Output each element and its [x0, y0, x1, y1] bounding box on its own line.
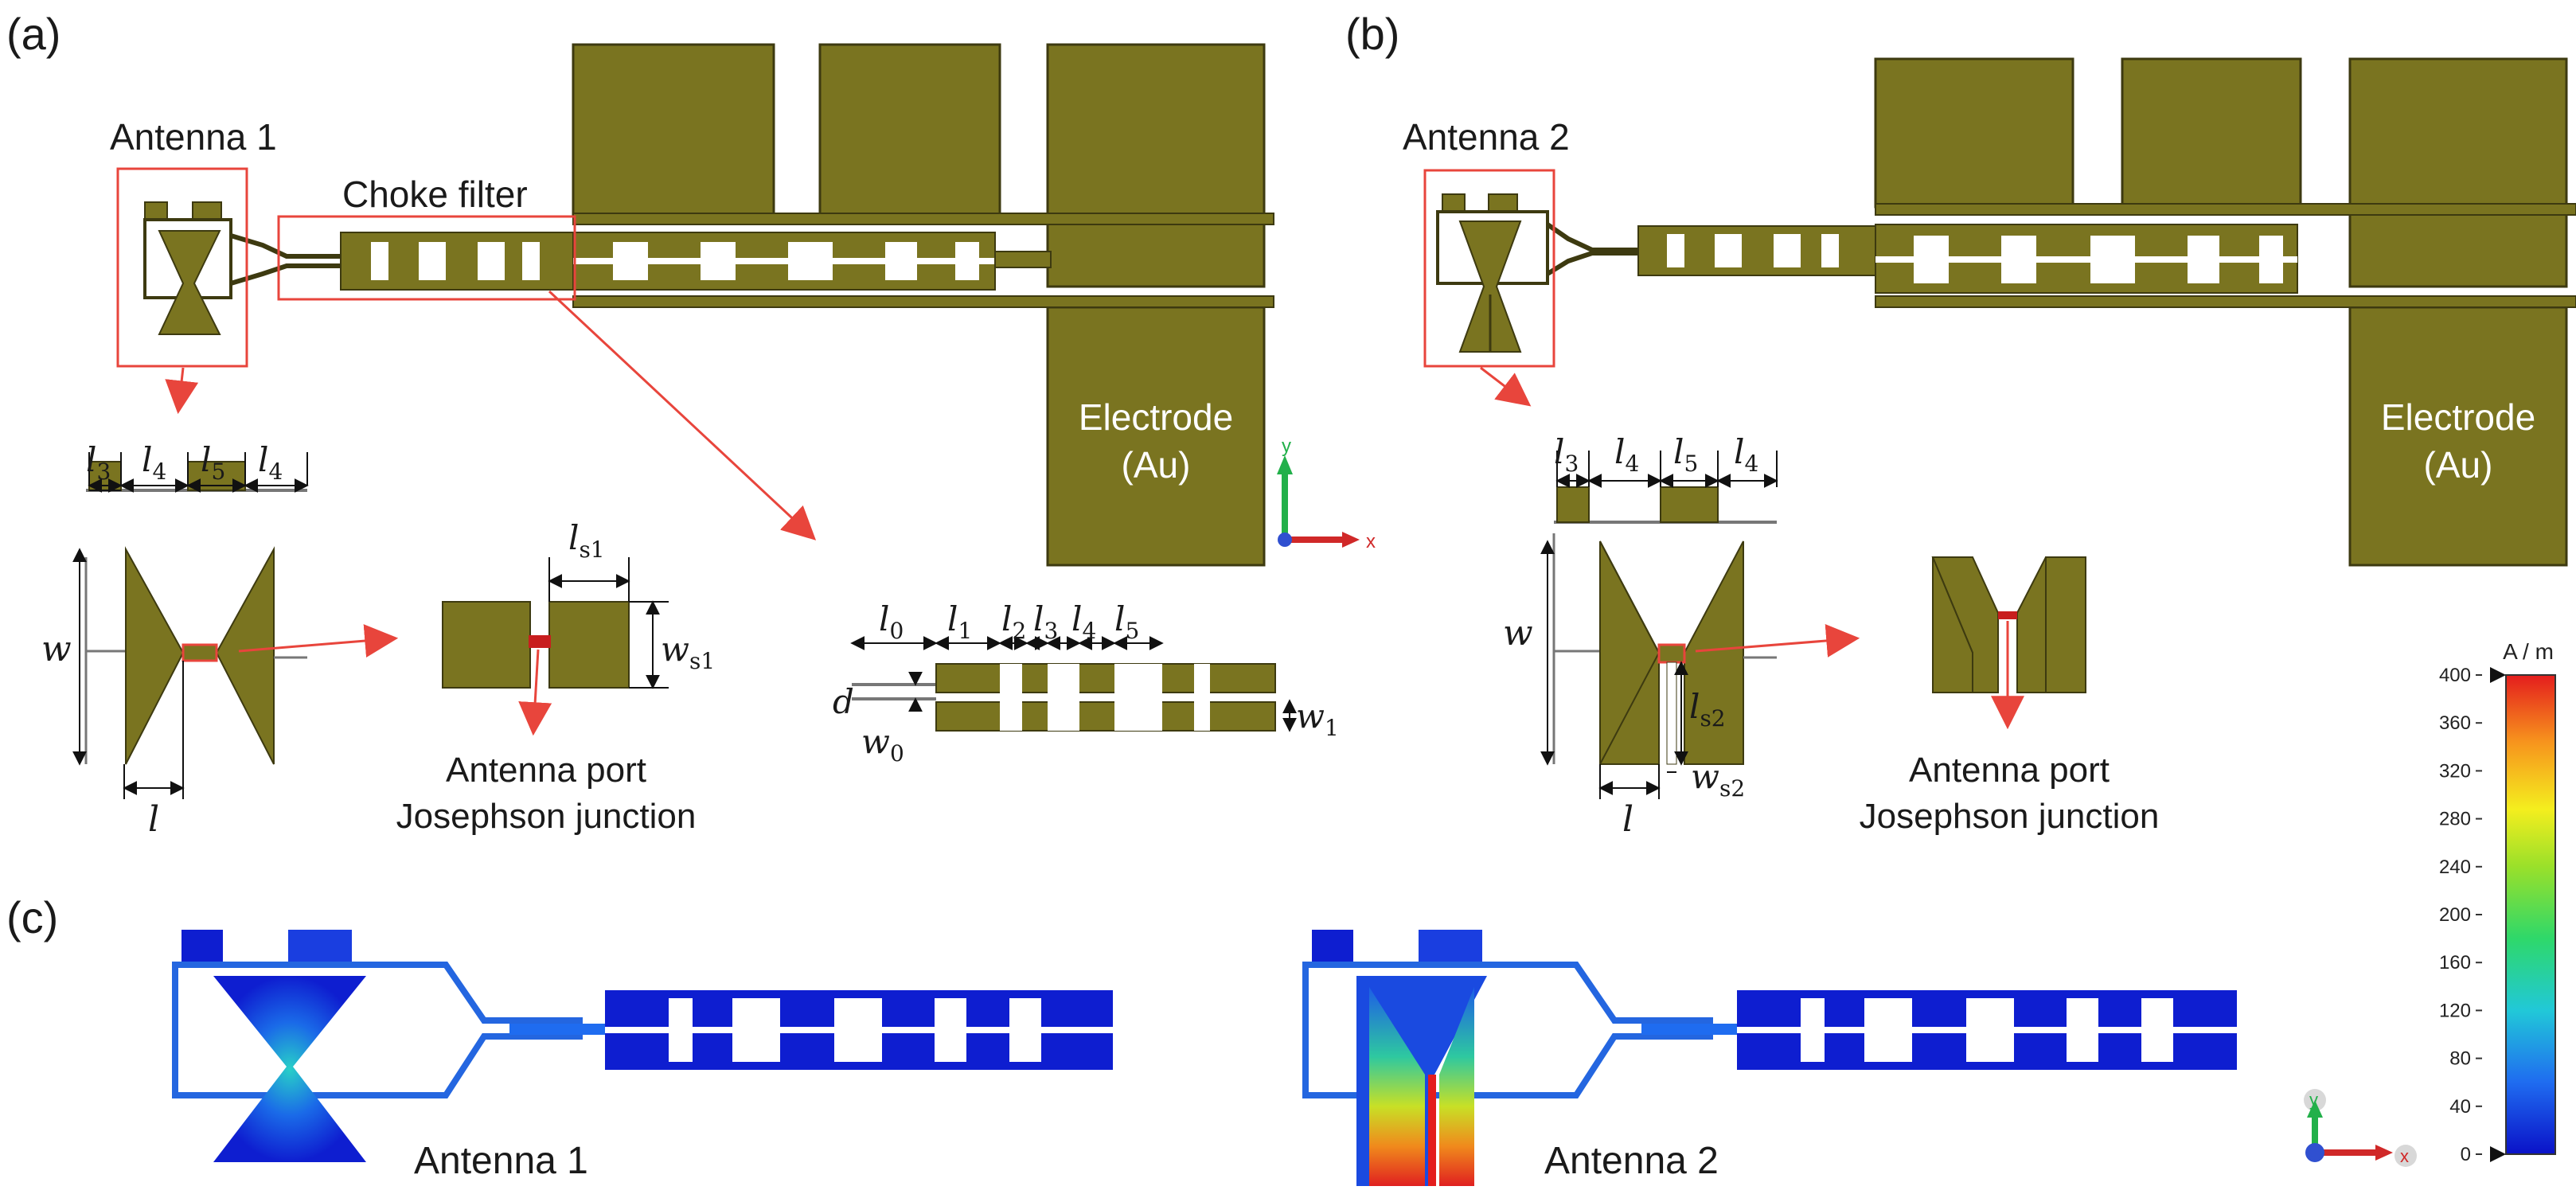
electrode-pad-2: [818, 43, 1001, 218]
electrode-pad-b1: [1874, 57, 2074, 209]
pointer-choke: [548, 290, 817, 540]
dim-l4-a: l4: [142, 440, 166, 485]
colorbar-tick-label: 120: [2439, 1000, 2471, 1021]
dims-antenna1: [72, 452, 309, 799]
antenna1-detail: [84, 461, 307, 765]
junction-label-a: Josephson junction: [396, 797, 697, 836]
choke-filter-b: [1637, 224, 2298, 294]
dim-l5-b: l5: [1673, 432, 1698, 477]
electrode-material-b: (Au): [2424, 444, 2493, 486]
colorbar-tick-label: 320: [2439, 760, 2471, 782]
axis-y-c: y: [2309, 1090, 2318, 1110]
pointer-port-b: [1695, 624, 1860, 657]
panel-b: (b) Antenna 2 Electrode (Au): [1345, 9, 2576, 840]
colorbar-tick-label: 0: [2461, 1144, 2471, 1165]
colorbar-tick-label: 40: [2449, 1096, 2471, 1118]
antenna1-title: Antenna 1: [110, 116, 277, 158]
colorbar-tick-label: 160: [2439, 952, 2471, 974]
port-label-b: Antenna port: [1909, 751, 2110, 790]
axis-x-a: x: [1366, 531, 1376, 552]
choke-filter-a: [340, 232, 1052, 291]
dim-l0: l0: [879, 599, 904, 644]
bias-line-lower: [572, 295, 1274, 308]
dim-l3-choke: l3: [1033, 599, 1058, 644]
electrode-pad-b2: [2121, 57, 2302, 209]
colorbar-tick-label: 80: [2449, 1048, 2471, 1070]
choke-filter-label: Choke filter: [342, 174, 528, 215]
dim-ws1: ws1: [661, 630, 715, 674]
dim-ls2: ls2: [1689, 687, 1726, 732]
dim-l4b-b: l4: [1734, 432, 1758, 477]
axis-triad-c: y x: [2304, 1089, 2417, 1167]
dim-ls1: ls1: [568, 518, 605, 563]
dim-l5-choke: l5: [1114, 599, 1139, 644]
electrode-material-a: (Au): [1122, 444, 1191, 486]
junction-detail-b: [1931, 556, 2086, 693]
dim-w-a: w: [41, 629, 72, 669]
dim-l5-a: l5: [201, 440, 225, 485]
pointer-junction-a: [518, 649, 552, 736]
dim-l3-b: l3: [1554, 432, 1579, 477]
colorbar-gradient: [2505, 674, 2556, 1155]
dim-l-b: l: [1622, 799, 1633, 840]
dim-w-b: w: [1503, 613, 1533, 654]
dim-l2: l2: [1001, 599, 1026, 644]
pointer-antenna2: [1480, 366, 1532, 407]
axis-x-c: x: [2400, 1146, 2409, 1166]
colorbar-tick-label: 280: [2439, 809, 2471, 830]
bias-line-upper: [572, 213, 1274, 225]
panel-c-tag: (c): [6, 892, 58, 942]
pointer-port-a: [238, 624, 399, 658]
antenna2-detail: [1552, 486, 1777, 765]
colorbar-unit: A / m: [2503, 639, 2554, 664]
dim-w0: w0: [861, 722, 904, 767]
electrode-pad-3: [1046, 43, 1266, 288]
antenna1-mini: [143, 201, 232, 335]
field-map-antenna1: [172, 930, 1113, 1162]
antenna2-highlight-box: [1423, 169, 1555, 368]
panel-a-tag: (a): [6, 9, 60, 59]
dim-d: d: [833, 682, 854, 721]
colorbar-tick-label: 240: [2439, 856, 2471, 878]
dim-w1: w1: [1296, 696, 1339, 741]
panel-c: (c) Antenna 1: [6, 639, 2556, 1186]
dim-l4b-a: l4: [258, 440, 283, 485]
choke-highlight-box: [277, 215, 576, 301]
antenna2-title: Antenna 2: [1403, 116, 1570, 158]
colorbar-tick-label: 360: [2439, 712, 2471, 734]
dim-l-a: l: [148, 799, 159, 840]
field-map-antenna2: [1302, 930, 2237, 1186]
antenna2-mini: [1436, 193, 1549, 353]
dim-l4-b: l4: [1614, 432, 1639, 477]
dim-l4-choke: l4: [1071, 599, 1096, 644]
electrode-label-a: Electrode: [1079, 396, 1233, 438]
colorbar-tick-label: 200: [2439, 904, 2471, 926]
electrode-pad-1: [572, 43, 775, 218]
dim-l3-a: l3: [86, 440, 111, 485]
electrode-au-b: [2348, 306, 2568, 567]
dim-l1: l1: [947, 599, 972, 644]
electrode-au: [1046, 306, 1266, 567]
electrode-label-b: Electrode: [2381, 396, 2535, 438]
field-label-antenna2: Antenna 2: [1544, 1140, 1719, 1182]
axis-triad-a: y x: [1277, 435, 1376, 552]
junction-detail-a: [442, 557, 669, 689]
panel-a: (a) Antenna 1 Choke filter Electrode (Au…: [6, 9, 1376, 840]
axis-y-a: y: [1282, 435, 1291, 457]
port-label-a: Antenna port: [446, 751, 646, 790]
electrode-pad-b3: [2348, 57, 2568, 288]
pointer-antenna1: [165, 367, 199, 415]
choke-detail: [850, 636, 1297, 732]
antenna1-highlight-box: [116, 167, 248, 368]
colorbar-tick-label: 400: [2439, 665, 2471, 686]
dims-antenna2: [1540, 451, 1778, 799]
junction-label-b: Josephson junction: [1860, 797, 2160, 836]
dim-ws2: ws2: [1691, 757, 1745, 802]
panel-b-tag: (b): [1345, 9, 1399, 59]
field-label-antenna1: Antenna 1: [414, 1140, 588, 1182]
